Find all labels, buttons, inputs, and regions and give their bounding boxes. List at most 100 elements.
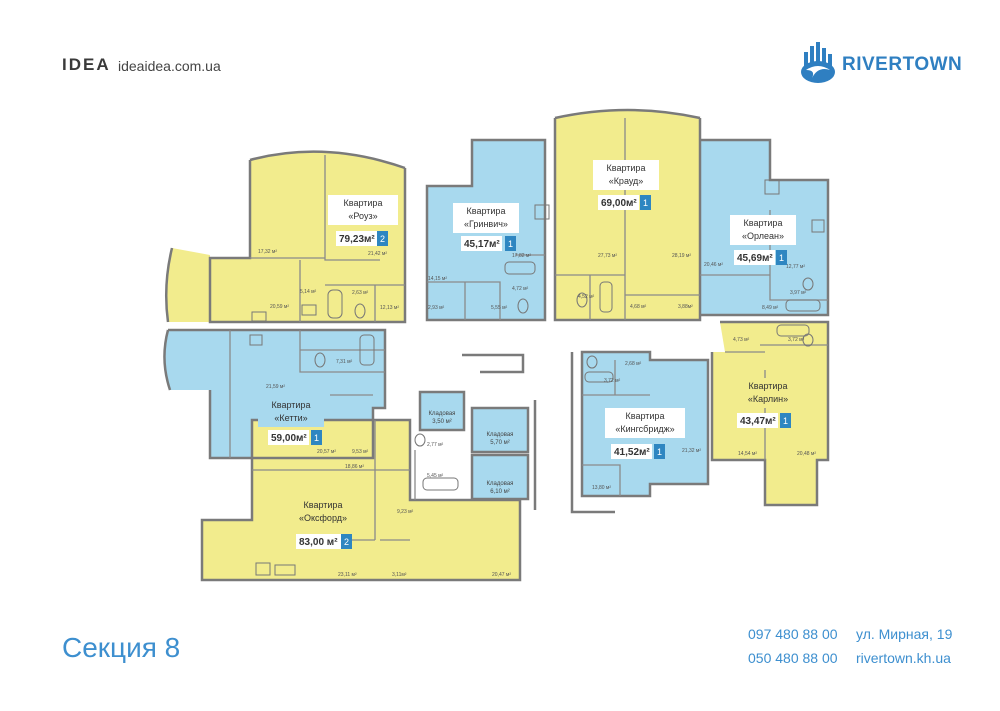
room-area-label: 2,63 м² (352, 290, 369, 296)
svg-text:1: 1 (657, 447, 662, 457)
room-area-label: 20,47 м² (492, 572, 511, 578)
room-area-label: 20,57 м² (317, 449, 336, 455)
apartment-kraud-area (555, 110, 700, 320)
apartment-label-ketti[interactable]: Квартира «Кетти» 59,00м² 1 (258, 397, 324, 445)
room-area-label: 9,53 м² (352, 449, 369, 455)
room-area-label: 5,45 м² (427, 473, 444, 479)
svg-text:45,17м²: 45,17м² (464, 239, 500, 250)
apartment-label-karlin[interactable]: Квартира «Карлин» 43,47м² 1 (735, 378, 801, 428)
storage-label: Кладовая (429, 411, 456, 417)
svg-text:«Гринвич»: «Гринвич» (464, 219, 508, 229)
svg-text:2: 2 (344, 537, 349, 547)
svg-text:«Оксфорд»: «Оксфорд» (299, 513, 347, 523)
city-skyline-icon (801, 42, 835, 83)
apartment-rouz-balcony (166, 248, 210, 322)
room-area-label: 28,19 м² (672, 253, 691, 259)
rivertown-logo: RIVERTOWN (800, 42, 963, 87)
room-area-label: 5,14 м² (300, 289, 317, 295)
svg-text:59,00м²: 59,00м² (271, 433, 307, 444)
storage-2 (472, 408, 528, 452)
room-area-label: 3,88м² (678, 304, 693, 310)
svg-text:«Кингсбридж»: «Кингсбридж» (615, 424, 674, 434)
svg-text:Квартира: Квартира (467, 206, 506, 216)
svg-text:69,00м²: 69,00м² (601, 198, 637, 209)
svg-text:1: 1 (643, 198, 648, 208)
room-area-label: 18,86 м² (345, 464, 364, 470)
room-area-label: 12,13 м² (380, 305, 399, 311)
storage-label: Кладовая (487, 432, 514, 438)
svg-text:79,23м²: 79,23м² (339, 234, 375, 245)
apartment-label-grinvich[interactable]: Квартира «Гринвич» 45,17м² 1 (453, 203, 519, 251)
room-area-label: 17,82 м² (512, 253, 531, 259)
room-area-label: 3,97 м² (790, 290, 807, 296)
room-area-label: 14,54 м² (738, 451, 757, 457)
room-area-label: 21,42 м² (368, 251, 387, 257)
storage-area: 6,10 м² (490, 489, 509, 495)
room-area-label: 20,59 м² (270, 304, 289, 310)
svg-text:Квартира: Квартира (304, 500, 343, 510)
room-area-label: 4,52 м² (578, 294, 595, 300)
apartment-label-orlean[interactable]: Квартира «Орлеан» 45,69м² 1 (730, 215, 796, 265)
room-area-label: 4,68 м² (630, 304, 647, 310)
section-title: Секция 8 (62, 632, 181, 663)
svg-text:45,69м²: 45,69м² (737, 253, 773, 264)
apartment-rouz-area (210, 151, 405, 322)
room-area-label: 23,11 м² (338, 572, 357, 578)
rivertown-website-link[interactable]: rivertown.kh.ua (856, 650, 951, 666)
room-area-label: 12,77 м² (786, 264, 805, 270)
room-area-label: 2,77 м² (427, 442, 444, 448)
svg-text:«Орлеан»: «Орлеан» (742, 231, 784, 241)
svg-text:«Роуз»: «Роуз» (348, 211, 377, 221)
room-area-label: 3,11м² (392, 572, 407, 578)
storage-label: Кладовая (487, 481, 514, 487)
svg-text:Квартира: Квартира (744, 218, 783, 228)
svg-text:43,47м²: 43,47м² (740, 416, 776, 427)
phone-2[interactable]: 050 480 88 00 (748, 650, 838, 666)
room-area-label: 2,68 м² (625, 361, 642, 367)
svg-text:Квартира: Квартира (607, 163, 646, 173)
apartment-label-kraud[interactable]: Квартира «Крауд» 69,00м² 1 (593, 160, 659, 210)
room-area-label: 21,59 м² (266, 384, 285, 390)
room-area-label: 4,72 м² (512, 286, 529, 292)
idea-logo: IDEA (62, 55, 111, 74)
svg-text:1: 1 (508, 239, 513, 249)
storage-area: 5,70 м² (490, 440, 509, 446)
idea-website-link[interactable]: ideaidea.com.ua (118, 58, 221, 74)
room-area-label: 2,93 м² (428, 305, 445, 311)
svg-text:1: 1 (314, 433, 319, 443)
room-area-label: 13,80 м² (592, 485, 611, 491)
room-area-label: 20,48 м² (797, 451, 816, 457)
room-area-label: 7,31 м² (336, 359, 353, 365)
apartment-oksford-area (202, 420, 520, 580)
apartment-label-rouz[interactable]: Квартира «Роуз» 79,23м² 2 (328, 195, 398, 246)
svg-text:41,52м²: 41,52м² (614, 447, 650, 458)
storage-1 (420, 392, 464, 430)
brand-town: TOWN (902, 54, 963, 75)
storage-area: 3,50 м² (432, 419, 451, 425)
room-area-label: 8,49 м² (762, 305, 779, 311)
svg-text:2: 2 (380, 234, 385, 244)
brand-river: RIVER (842, 54, 903, 75)
phone-1[interactable]: 097 480 88 00 (748, 626, 838, 642)
room-area-label: 21,32 м² (682, 448, 701, 454)
svg-text:Квартира: Квартира (626, 411, 665, 421)
storage-3 (472, 455, 528, 499)
svg-text:83,00 м²: 83,00 м² (299, 537, 338, 548)
room-area-label: 5,55 м² (491, 305, 508, 311)
room-area-label: 27,73 м² (598, 253, 617, 259)
svg-text:Квартира: Квартира (344, 198, 383, 208)
room-area-label: 9,23 м² (397, 509, 414, 515)
room-area-label: 17,32 м² (258, 249, 277, 255)
svg-text:Квартира: Квартира (272, 400, 311, 410)
svg-text:1: 1 (779, 253, 784, 263)
svg-text:«Кетти»: «Кетти» (274, 413, 307, 423)
apartment-label-kingsbridzh[interactable]: Квартира «Кингсбридж» 41,52м² 1 (605, 408, 685, 459)
room-area-label: 14,15 м² (428, 276, 447, 282)
room-area-label: 3,72 м² (788, 337, 805, 343)
apartment-label-oksford[interactable]: Квартира «Оксфорд» 83,00 м² 2 (290, 497, 356, 549)
svg-text:«Крауд»: «Крауд» (609, 176, 644, 186)
room-area-label: 3,72 м² (604, 378, 621, 384)
room-area-label: 4,73 м² (733, 337, 750, 343)
svg-text:«Карлин»: «Карлин» (748, 394, 788, 404)
